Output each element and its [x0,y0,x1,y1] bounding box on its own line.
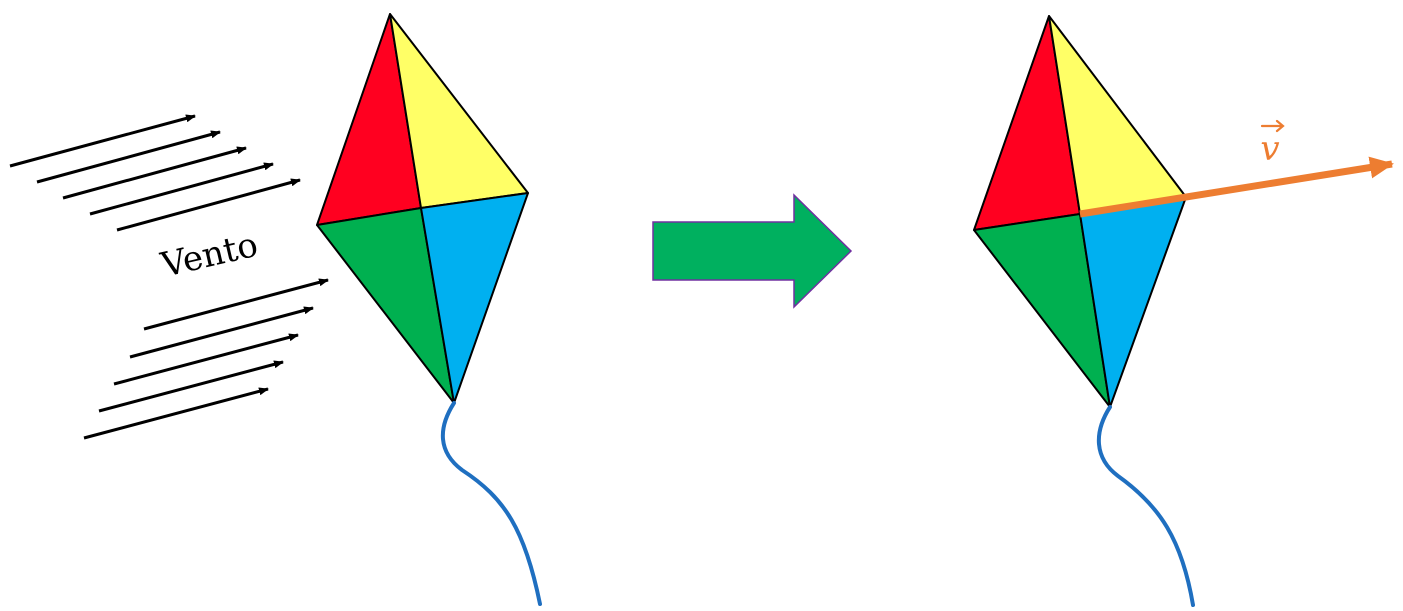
wind-arrow [90,164,273,214]
wind-arrow [37,132,220,182]
wind-arrow [144,280,328,329]
wind-arrow [84,389,268,438]
wind-arrow [114,335,298,384]
wind-arrow [10,116,195,166]
velocity-label: v [1260,121,1283,169]
wind-arrows-bottom [84,280,328,438]
wind-label: Vento [157,225,262,286]
right-arrow-icon [653,195,851,307]
wind-arrow [130,308,313,357]
wind-arrows-top [10,116,300,230]
wind-arrow [63,148,246,198]
wind-arrow [117,180,300,230]
left-kite [317,14,528,403]
right-kite-string [1099,407,1193,605]
left-kite-string [443,403,540,604]
wind-arrow [99,362,283,411]
velocity-symbol: v [1260,129,1279,169]
